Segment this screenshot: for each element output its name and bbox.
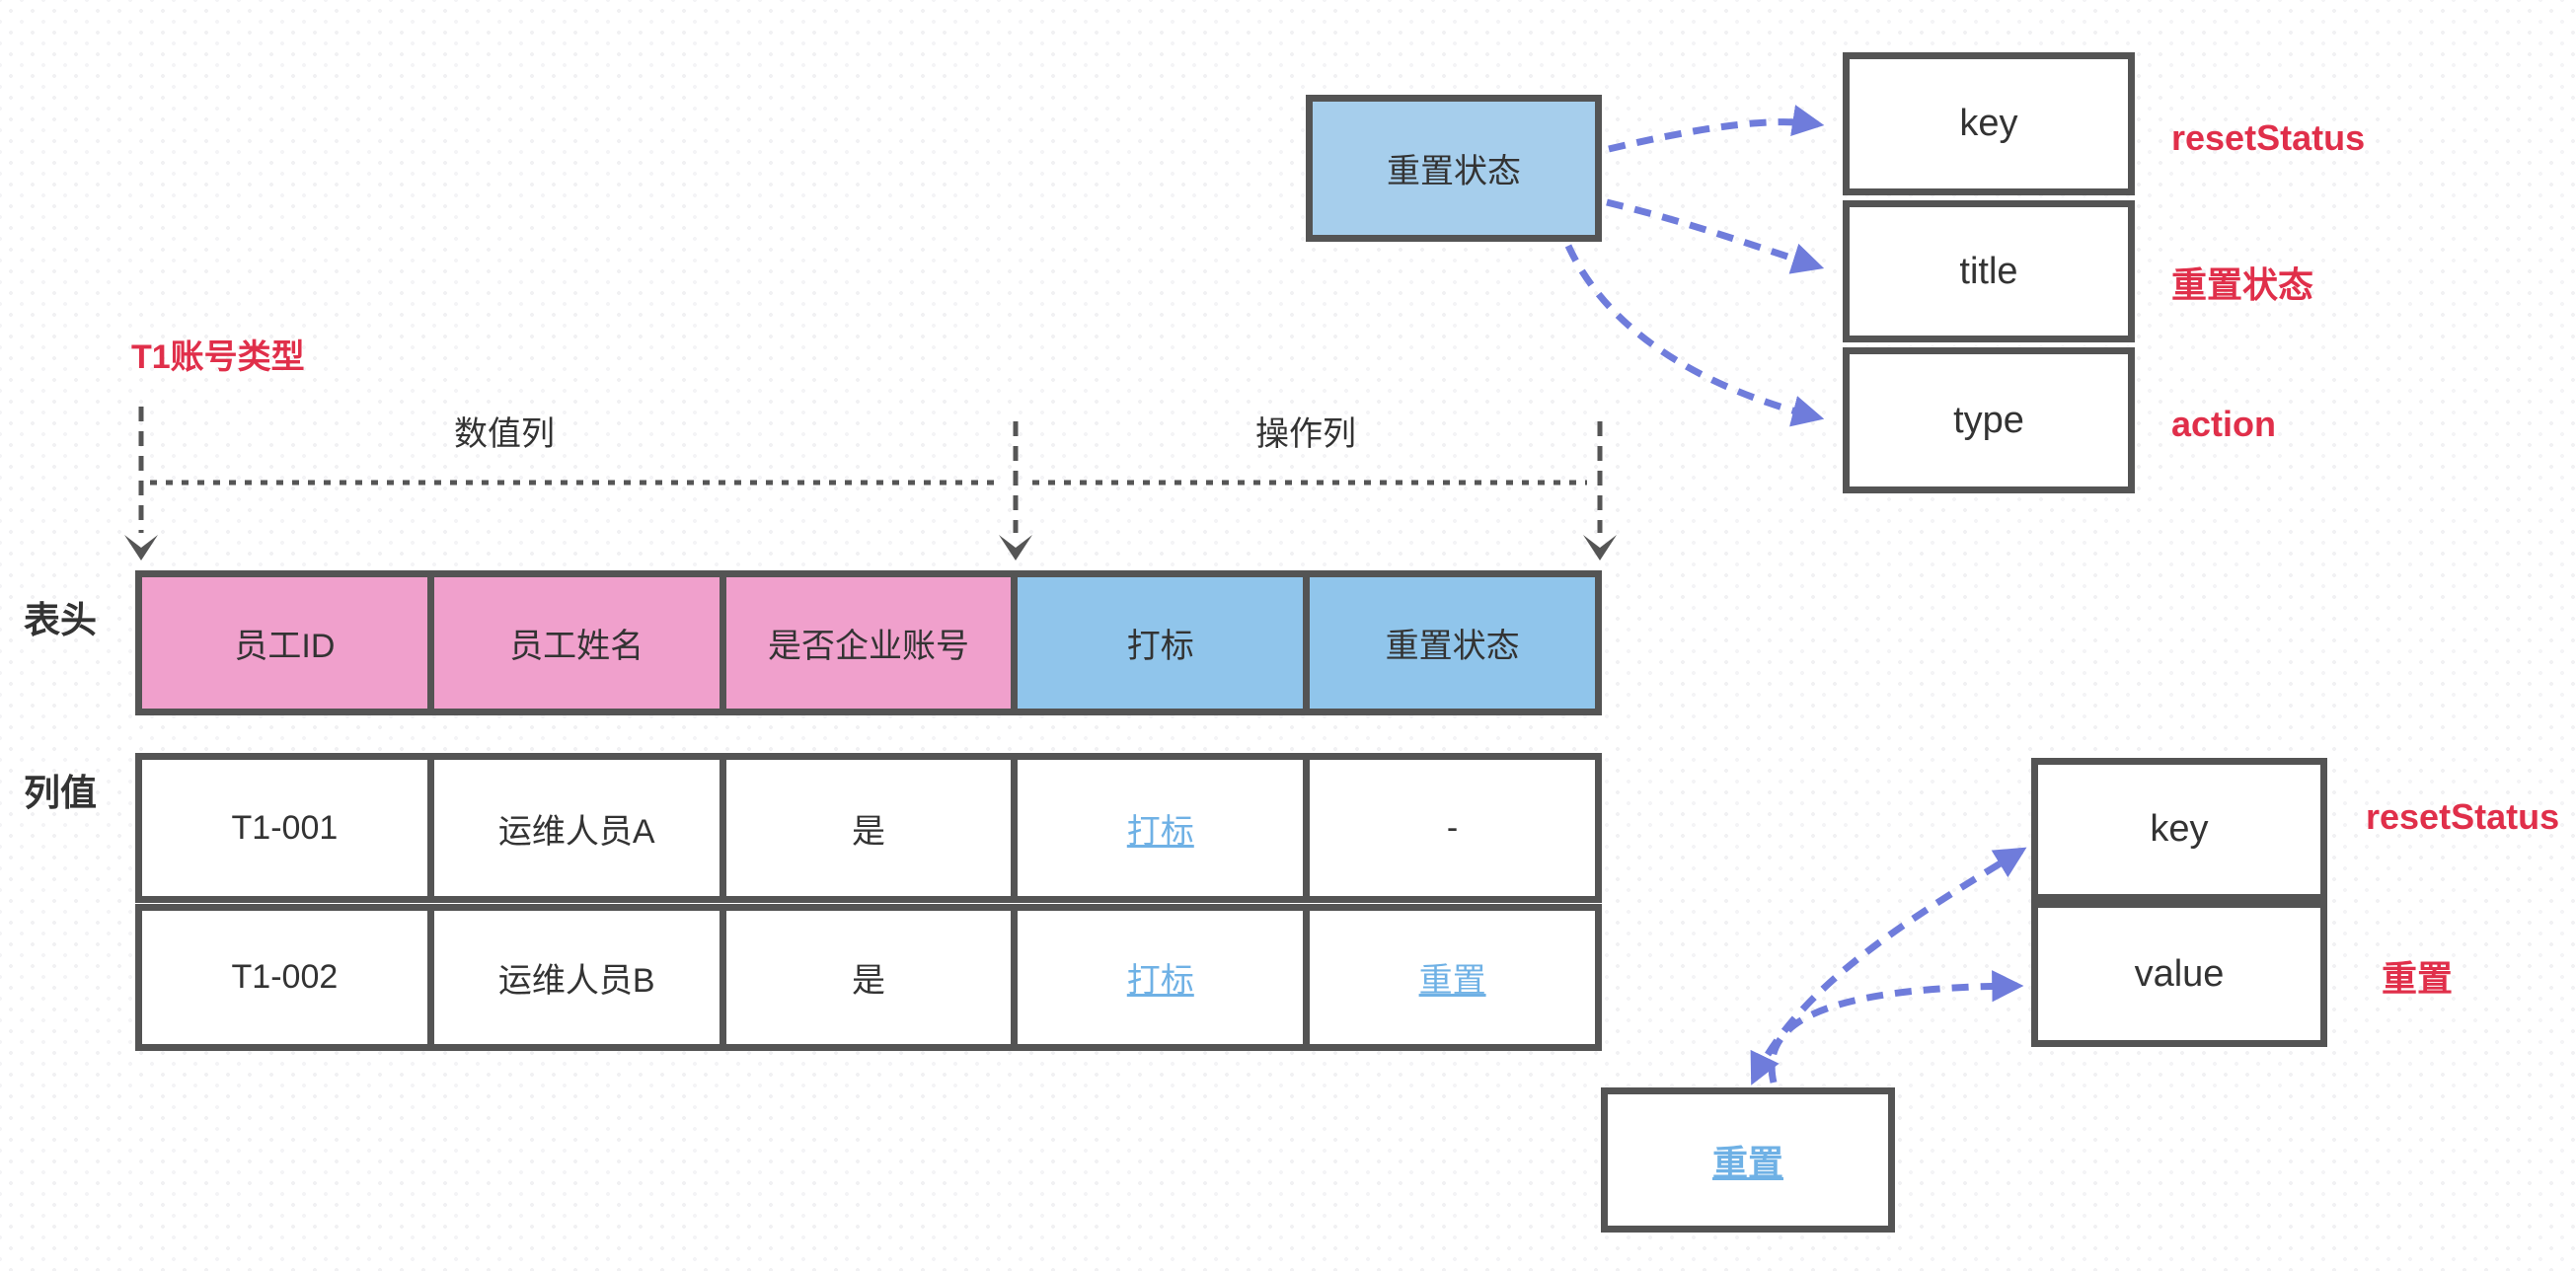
key-value-label-bottom: resetStatus: [2366, 796, 2560, 837]
value-value-label-bottom: 重置: [2382, 958, 2454, 999]
cell-employee-name: 运维人员A: [426, 760, 720, 896]
data-column-group-label: 数值列: [454, 415, 555, 453]
field-box-title: title: [1843, 200, 2135, 342]
arrow-source-to-key: [1608, 105, 1825, 153]
cell-employee-name: 运维人员B: [426, 911, 720, 1044]
bottom-mapping-arrows: [1750, 847, 2027, 1085]
reset-link[interactable]: 重置: [1418, 962, 1486, 1000]
top-mapping-arrows: [1564, 105, 1825, 427]
down-arrowhead-icon: [124, 535, 158, 561]
table-row: T1-002 运维人员B 是 打标 重置: [135, 904, 1602, 1051]
type-value-label: action: [2171, 404, 2277, 444]
down-arrowheads: [124, 535, 1617, 561]
down-arrowhead-icon: [1583, 535, 1617, 561]
header-cell-employee-name: 员工姓名: [426, 577, 720, 709]
arrow-source-to-title: [1606, 198, 1825, 274]
field-box-value-bottom: value: [2031, 901, 2327, 1047]
table-header-row: 员工ID 员工姓名 是否企业账号 打标 重置状态: [135, 570, 1602, 715]
account-type-label: T1账号类型: [131, 338, 305, 376]
mark-link[interactable]: 打标: [1126, 812, 1194, 851]
arrow-reset-to-key: [1750, 847, 2027, 1085]
field-box-type: type: [1843, 347, 2135, 493]
action-column-group-label: 操作列: [1255, 415, 1356, 453]
reset-source-box: 重置: [1601, 1087, 1895, 1233]
cell-enterprise: 是: [719, 760, 1012, 896]
header-cell-employee-id: 员工ID: [142, 577, 427, 709]
header-cell-enterprise: 是否企业账号: [719, 577, 1012, 709]
cell-enterprise: 是: [719, 911, 1012, 1044]
field-box-key: key: [1843, 52, 2135, 195]
cell-mark-link[interactable]: 打标: [1011, 760, 1303, 896]
header-cell-mark: 打标: [1011, 577, 1304, 709]
down-arrowhead-icon: [999, 535, 1032, 561]
title-value-label: 重置状态: [2171, 264, 2314, 305]
reset-status-source-box: 重置状态: [1306, 95, 1602, 242]
header-cell-reset-status: 重置状态: [1303, 577, 1595, 709]
cell-mark-link[interactable]: 打标: [1011, 911, 1303, 1044]
reset-link[interactable]: 重置: [1711, 1142, 1783, 1183]
cell-employee-id: T1-002: [231, 958, 339, 996]
field-box-key-bottom: key: [2031, 758, 2327, 901]
header-row-caption: 表头: [24, 600, 97, 640]
key-value-label: resetStatus: [2171, 117, 2366, 158]
arrow-reset-to-value: [1768, 970, 2024, 1084]
mark-link[interactable]: 打标: [1126, 962, 1194, 1000]
cell-reset-link[interactable]: 重置: [1303, 911, 1595, 1044]
value-row-caption: 列值: [24, 773, 97, 813]
cell-reset-empty: -: [1303, 760, 1595, 896]
arrow-source-to-type: [1564, 244, 1825, 427]
cell-employee-id: T1-001: [231, 808, 339, 847]
table-row: T1-001 运维人员A 是 打标 -: [135, 753, 1602, 903]
